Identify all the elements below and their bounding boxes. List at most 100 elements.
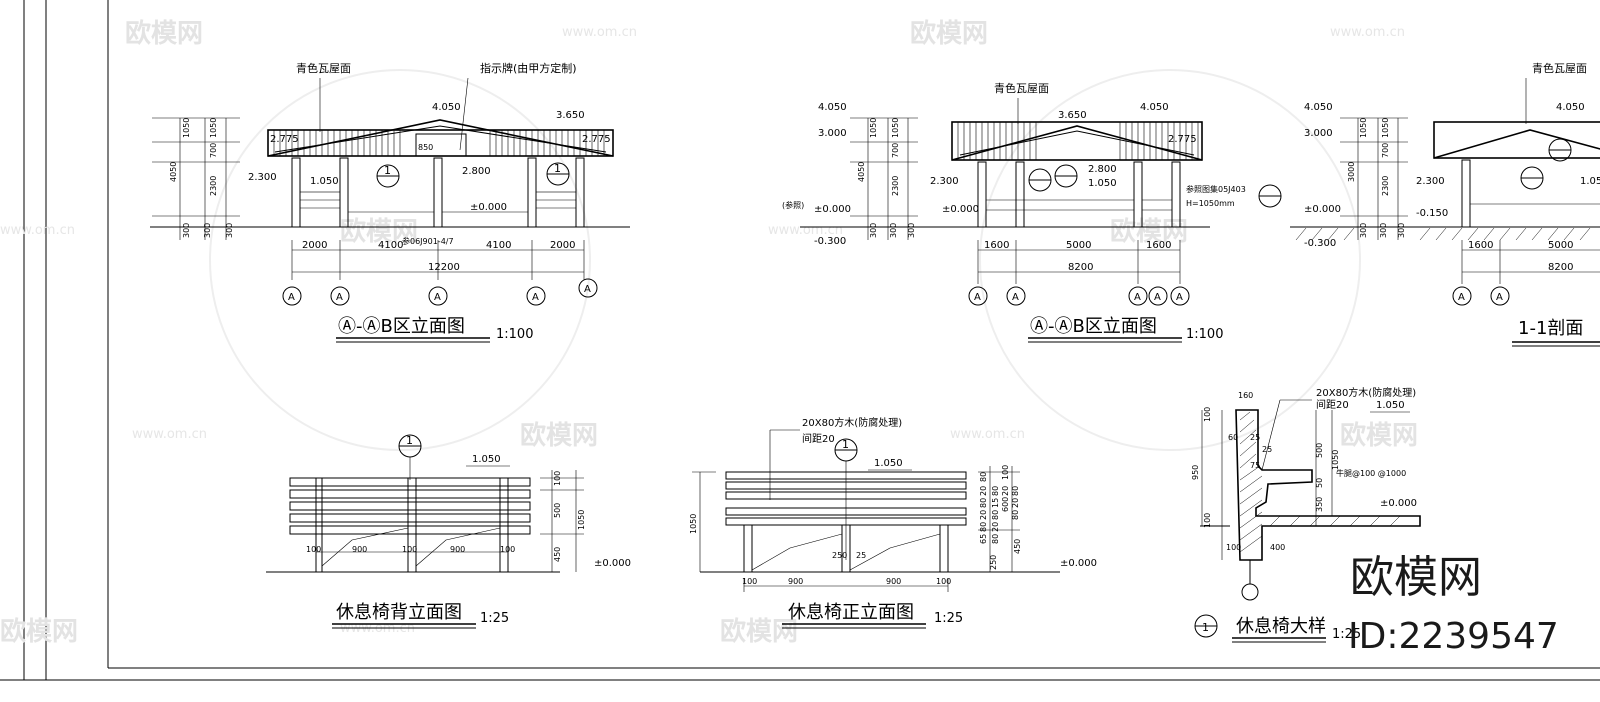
watermark-site: www.om.cn — [132, 427, 207, 442]
detail-dim: 75 — [1250, 461, 1260, 470]
detail-mark: 1 — [842, 438, 849, 451]
drawing-title: 休息椅背立面图 — [336, 602, 462, 623]
stamp-logo: 欧模网 — [1350, 552, 1482, 603]
horizontal-dim: 1600 — [1146, 240, 1171, 251]
right-dim: 1050 — [577, 510, 586, 530]
level-label: 1.05 — [1580, 176, 1600, 187]
axis-label: A — [532, 292, 539, 303]
vertical-dim: 300 — [889, 223, 898, 238]
level-label: 4.050 — [818, 102, 847, 113]
level-label: ±0.000 — [942, 204, 979, 215]
drawing-scale: 1:25 — [1332, 627, 1361, 642]
level-label: ±0.000 — [1304, 204, 1341, 215]
detail-mark: 1 — [1202, 621, 1209, 634]
detail-mark: 1 — [554, 162, 561, 175]
level-label: -0.300 — [814, 236, 846, 247]
watermark-brand: 欧模网 — [910, 18, 988, 49]
right-dim: 100 — [1001, 465, 1010, 480]
small-dim: 850 — [418, 143, 433, 152]
watermark-site: www.om.cn — [562, 25, 637, 40]
stack-dim: 80 — [979, 498, 988, 508]
bottom-dim: 900 — [450, 545, 465, 554]
level-label: -0.300 — [1304, 238, 1336, 249]
ref-note: (参照) — [782, 200, 804, 210]
level-label: 2.775 — [1168, 134, 1197, 145]
watermark-brand: 欧模网 — [340, 216, 418, 247]
bottom-dim: 100 — [306, 545, 321, 554]
horizontal-dim: 1600 — [1468, 240, 1493, 251]
vertical-dim: 1050 — [891, 118, 900, 138]
bottom-dim: 100 — [500, 545, 515, 554]
horizontal-dim: 2000 — [550, 240, 575, 251]
horizontal-dim: 4100 — [486, 240, 511, 251]
level-label: 4.050 — [1140, 102, 1169, 113]
bottom-dim: 25 — [856, 551, 866, 560]
vertical-dim: 2300 — [209, 176, 218, 196]
section-right: 青色瓦屋面 4.050 3.000 4.050 2.300 1.05 ±0.00… — [1290, 61, 1600, 347]
stack-dim: 80 — [979, 522, 988, 532]
level-label: 3.650 — [1058, 110, 1087, 121]
drawing-scale: 1:25 — [934, 611, 963, 626]
level-label: 4.050 — [432, 102, 461, 113]
level-label: 1.050 — [472, 454, 501, 465]
axis-label: A — [434, 292, 441, 303]
vertical-dim: 300 — [225, 223, 234, 238]
detail-dim: 100 — [1203, 513, 1212, 528]
left-dim: 1050 — [689, 514, 698, 534]
stack-dim: 20 — [979, 510, 988, 520]
detail-dim: 50 — [1315, 478, 1324, 488]
level-label: 2.800 — [1088, 164, 1117, 175]
roof-note: 青色瓦屋面 — [994, 81, 1049, 95]
vertical-dim: 1050 — [209, 118, 218, 138]
horizontal-dim: 2000 — [302, 240, 327, 251]
bench-back: 1 1.050 ±0.000 100 900 100 900 100 100 5… — [266, 434, 631, 629]
bottom-dim: 900 — [352, 545, 367, 554]
level-label: ±0.000 — [814, 204, 851, 215]
horizontal-dim: 4100 — [378, 240, 403, 251]
level-label: 2.300 — [248, 172, 277, 183]
horizontal-dim: 5000 — [1548, 240, 1573, 251]
front-note2: 间距20 — [802, 432, 835, 445]
watermark-brand: 欧模网 — [720, 616, 798, 647]
vertical-dim: 300 — [1359, 223, 1368, 238]
level-label: 3.650 — [556, 110, 585, 121]
level-label: 1.050 — [1088, 178, 1117, 189]
detail-dim: 1050 — [1331, 450, 1340, 470]
drawing-title: 休息椅正立面图 — [788, 602, 914, 623]
detail-dim: 60 — [1228, 433, 1238, 442]
vertical-dim: 2300 — [891, 176, 900, 196]
drawing-scale: 1:100 — [496, 327, 533, 342]
detail-dim: 350 — [1315, 497, 1324, 512]
level-label: 2.800 — [462, 166, 491, 177]
axis-label: A — [1176, 292, 1183, 303]
vertical-dim: 2300 — [1381, 176, 1390, 196]
level-label: 4.050 — [1556, 102, 1585, 113]
level-label: ±0.000 — [470, 202, 507, 213]
vertical-dim: 300 — [1397, 223, 1406, 238]
right-dim: 600 — [1001, 497, 1010, 512]
detail-mark: 1 — [406, 434, 413, 447]
watermark-brand: 欧模网 — [0, 616, 78, 647]
roof-note: 青色瓦屋面 — [1532, 61, 1587, 75]
axis-label: A — [288, 292, 295, 303]
level-label: ±0.000 — [1060, 558, 1097, 569]
vertical-dim: 300 — [869, 223, 878, 238]
bottom-dim: 100 — [402, 545, 417, 554]
horizontal-dim: 5000 — [1066, 240, 1091, 251]
bottom-dim: 100 — [742, 577, 757, 586]
axis-label: A — [584, 284, 591, 295]
right-dim: 250 — [989, 555, 998, 570]
level-label: 2.775 — [582, 134, 611, 145]
detail-dim: 400 — [1270, 543, 1285, 552]
level-label: 4.050 — [1304, 102, 1333, 113]
ref-note: 参06J901-4/7 — [402, 236, 454, 246]
front-note: 20X80方木(防腐处理) — [802, 416, 902, 429]
detail-dim: 160 — [1238, 391, 1253, 400]
roof-note: 青色瓦屋面 — [296, 61, 351, 75]
right-dim: 100 — [553, 471, 562, 486]
stack-dim: 20 — [1011, 498, 1020, 508]
right-dim: 450 — [553, 547, 562, 562]
stack-dim: 20 — [1001, 486, 1010, 496]
level-label: -0.150 — [1416, 208, 1448, 219]
